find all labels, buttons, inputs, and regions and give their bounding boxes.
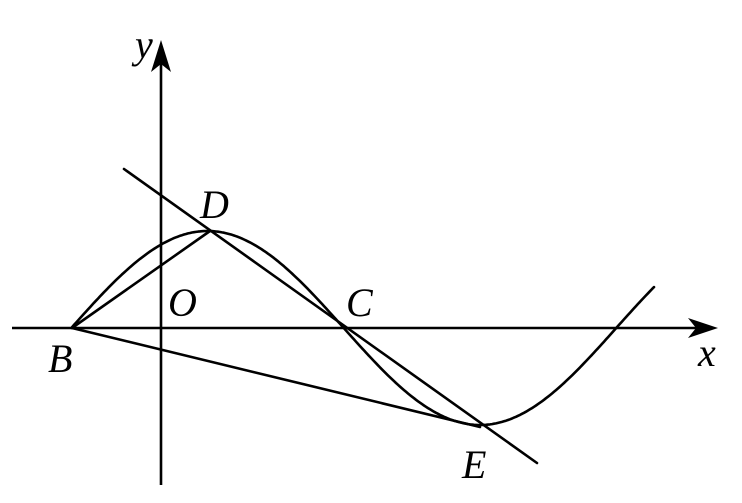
point-c-label: C [346, 280, 374, 325]
x-axis-label: x [697, 330, 716, 375]
x-axis-arrowhead [688, 318, 718, 338]
point-e-label: E [461, 442, 486, 487]
y-axis-label: y [131, 22, 153, 67]
segment-be [70, 326, 482, 429]
function-curve [70, 229, 656, 427]
origin-label: O [168, 280, 197, 325]
y-axis-arrowhead [151, 40, 171, 72]
segment-bd [70, 229, 212, 330]
point-b-label: B [48, 336, 72, 381]
point-d-label: D [199, 182, 229, 227]
line-dce [122, 167, 539, 465]
